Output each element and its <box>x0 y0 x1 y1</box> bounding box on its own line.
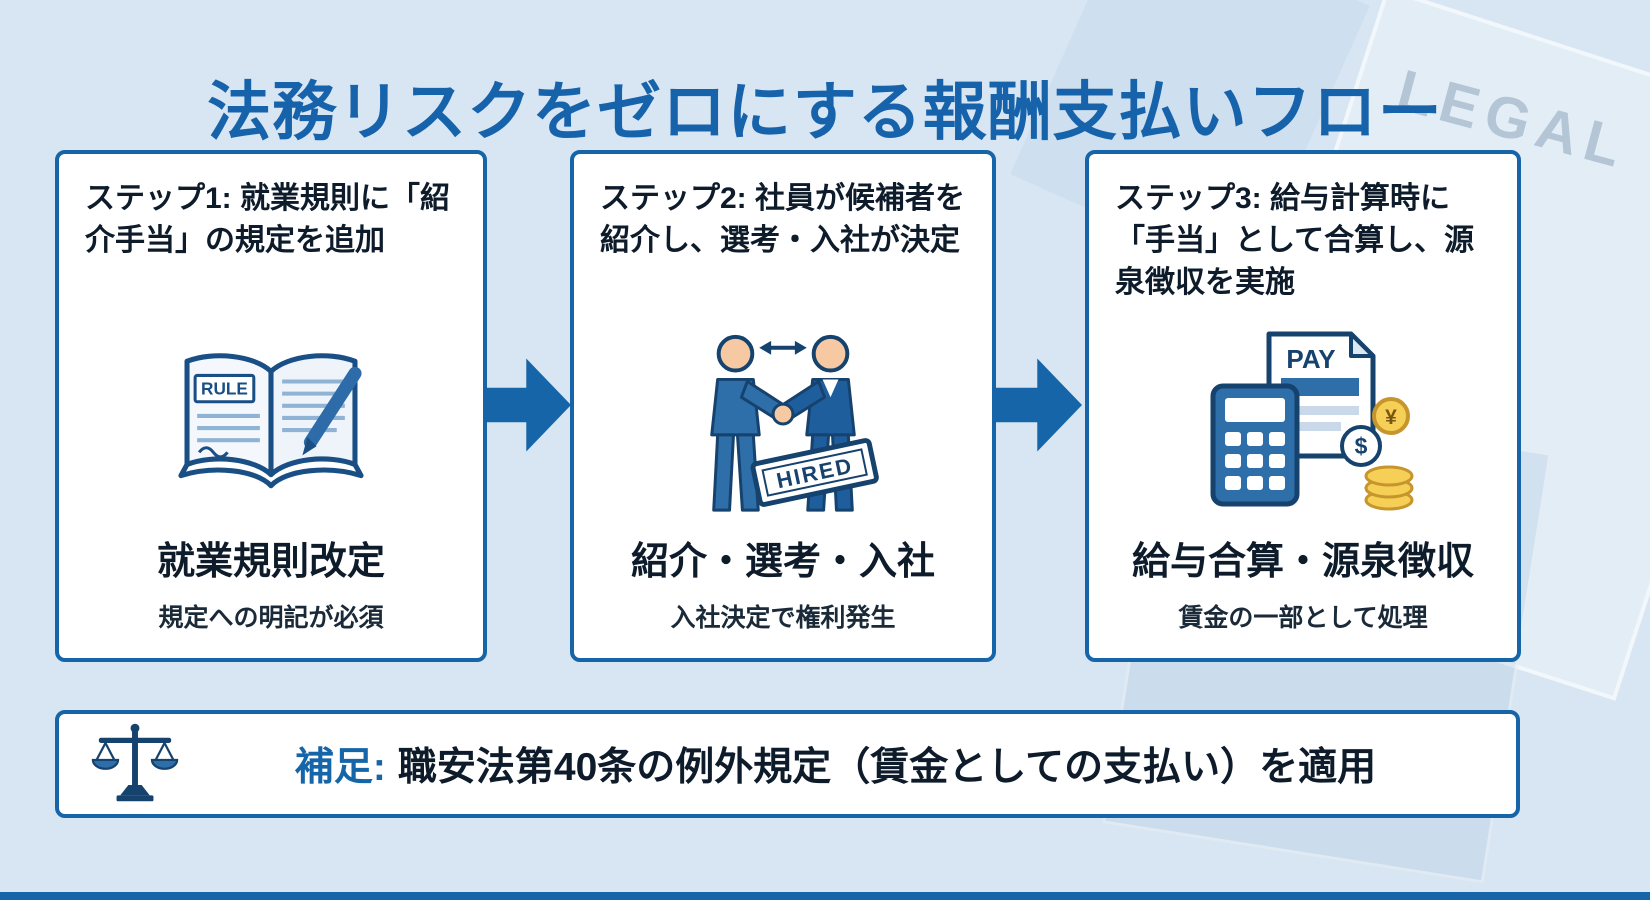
page-title: 法務リスクをゼロにする報酬支払いフロー <box>207 75 1443 148</box>
step-1-header: ステップ1: 就業規則に「紹介手当」の規定を追加 <box>85 182 451 257</box>
step-1-icon-area: RULE <box>85 316 457 530</box>
step-3-header: ステップ3: 給与計算時に「手当」として合算し、源泉徴収を実施 <box>1115 182 1475 299</box>
pay-label: PAY <box>1286 344 1335 374</box>
calculator-icon <box>1210 383 1300 507</box>
step-2-caption: 紹介・選考・入社 <box>630 541 935 583</box>
step-box-1: ステップ1: 就業規則に「紹介手当」の規定を追加 RULE 就業規則改定 規定へ… <box>55 150 487 662</box>
scales-icon <box>91 723 179 802</box>
step-2-header: ステップ2: 社員が候補者を紹介し、選考・入社が決定 <box>600 182 966 257</box>
step-3-note: 賃金の一部として処理 <box>1178 604 1428 632</box>
yen-coin-label: ¥ <box>1385 406 1397 429</box>
step-3-icon-area: PAY $ ¥ <box>1115 316 1491 530</box>
dollar-coin-label: $ <box>1355 433 1368 459</box>
handshake-hands <box>771 402 795 426</box>
pen-icon <box>302 366 362 456</box>
handshake-icon: HIRED <box>710 334 879 512</box>
flow-arrow-icon <box>485 358 571 452</box>
step-box-3: ステップ3: 給与計算時に「手当」として合算し、源泉徴収を実施 PAY <box>1085 150 1521 662</box>
rule-book-icon: RULE <box>178 353 364 489</box>
bottom-accent-bar <box>0 892 1650 900</box>
footnote-body: 職安法第40条の例外規定（賃金としての支払い）を適用 <box>397 746 1377 789</box>
step-3-caption: 給与合算・源泉徴収 <box>1131 541 1474 583</box>
footnote-prefix: 補足: <box>294 746 386 789</box>
hired-stamp-icon: HIRED <box>750 438 879 507</box>
rule-label: RULE <box>201 379 248 399</box>
footnote-text: 補足: 職安法第40条の例外規定（賃金としての支払い）を適用 <box>183 736 1488 792</box>
flow-arrow-icon <box>996 358 1082 452</box>
exchange-arrow-icon <box>759 340 807 355</box>
footnote-box: 補足: 職安法第40条の例外規定（賃金としての支払い）を適用 <box>55 710 1520 818</box>
step-2-icon-area: HIRED <box>600 316 966 530</box>
payroll-icon: PAY $ ¥ <box>1210 331 1414 511</box>
coins-icon: $ ¥ <box>1340 397 1414 511</box>
step-2-note: 入社決定で権利発生 <box>670 604 896 632</box>
step-1-note: 規定への明記が必須 <box>158 604 384 632</box>
step-box-2: ステップ2: 社員が候補者を紹介し、選考・入社が決定 <box>570 150 996 662</box>
step-1-caption: 就業規則改定 <box>156 541 385 583</box>
